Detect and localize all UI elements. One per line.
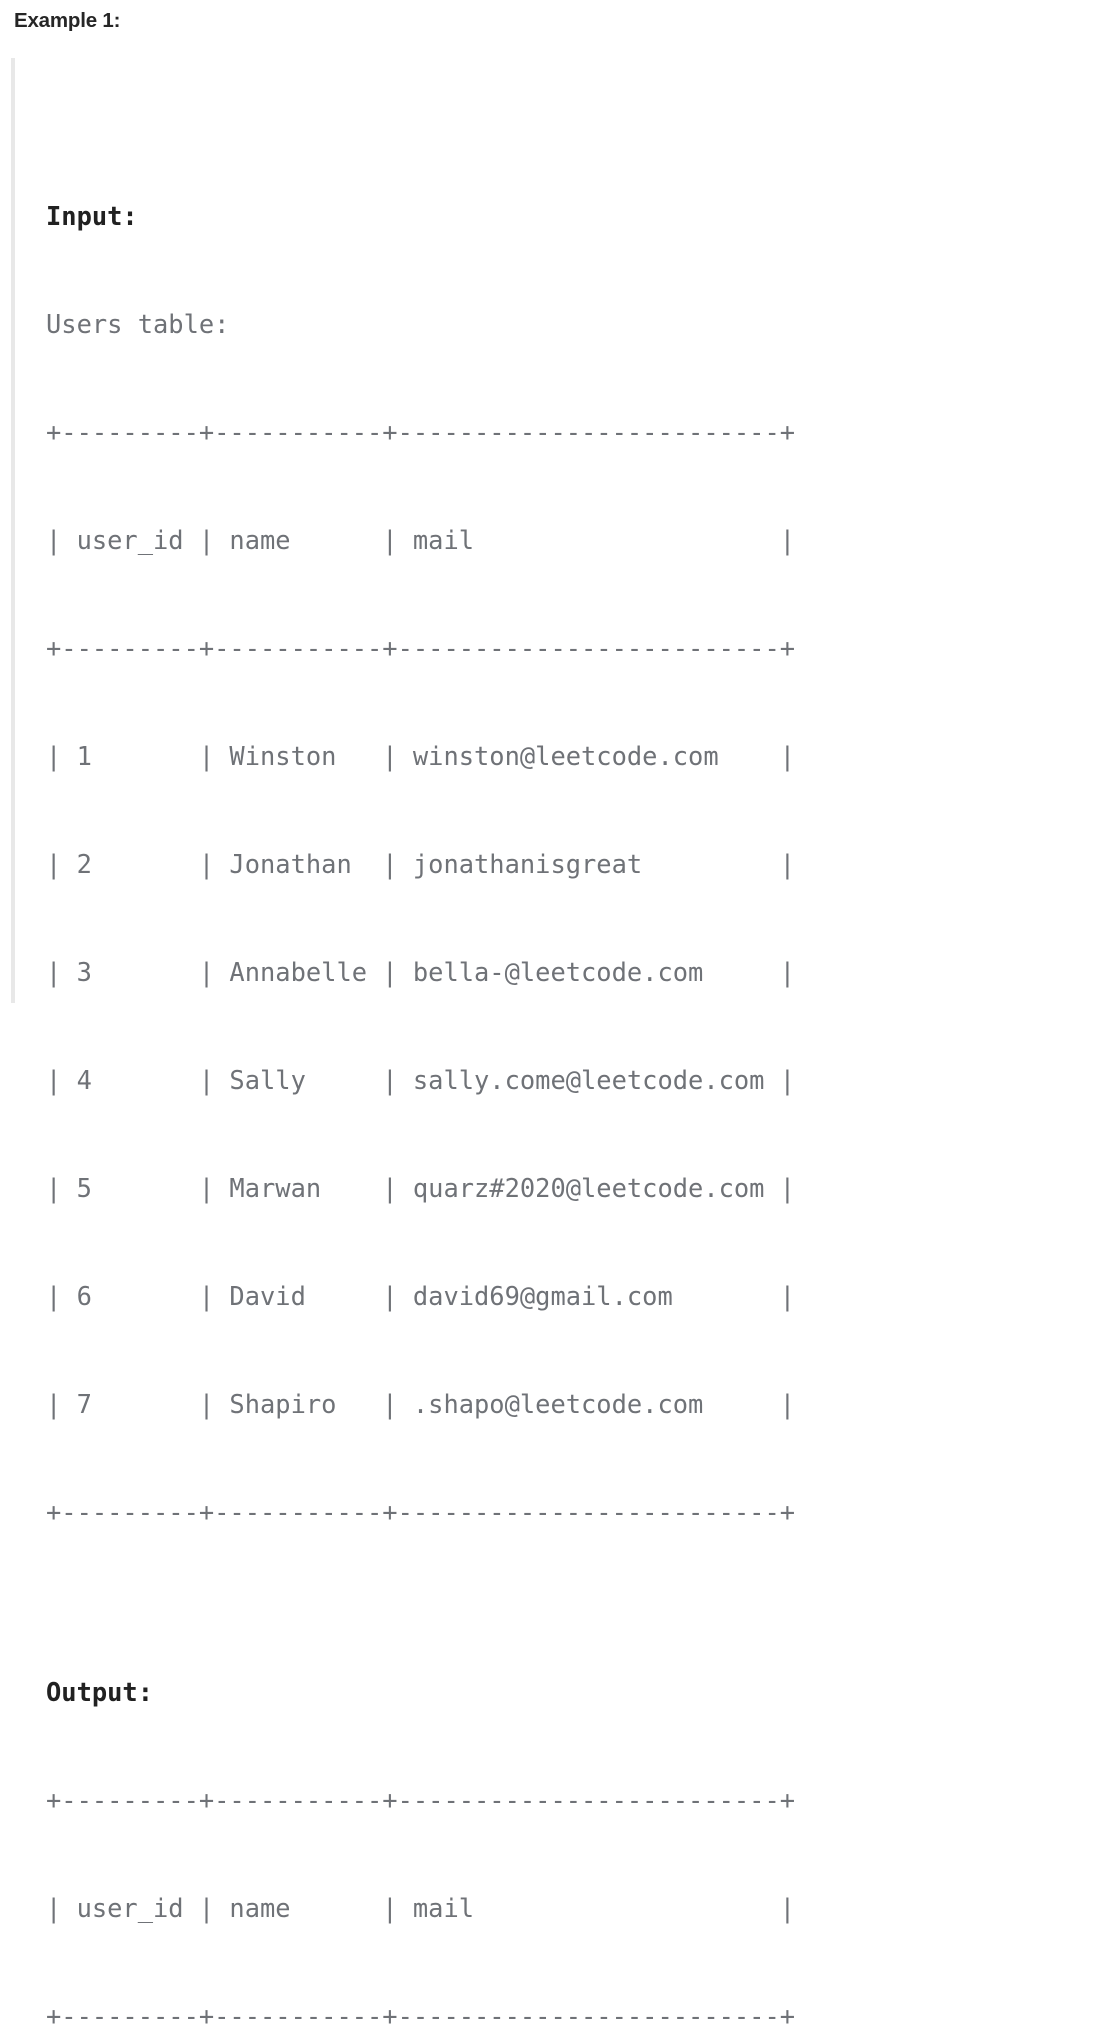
output-label: Output:	[46, 1677, 154, 1707]
example-blockquote: Input: Users table: +---------+---------…	[11, 58, 1102, 2031]
input-table-rule-header: +---------+-----------+-----------------…	[46, 633, 796, 663]
input-table-row: | 4 | Sally | sally.come@leetcode.com |	[46, 1065, 796, 1095]
input-table-header: | user_id | name | mail |	[46, 525, 796, 555]
example-heading: Example 1:	[14, 9, 121, 32]
input-label: Input:	[46, 201, 138, 231]
output-table-header: | user_id | name | mail |	[46, 1893, 796, 1923]
input-table-row: | 7 | Shapiro | .shapo@leetcode.com |	[46, 1389, 796, 1419]
output-table-rule-header: +---------+-----------+-----------------…	[46, 2001, 796, 2031]
input-table-row: | 3 | Annabelle | bella-@leetcode.com |	[46, 957, 796, 987]
input-table-rule-bottom: +---------+-----------+-----------------…	[46, 1497, 796, 1527]
input-table-row: | 1 | Winston | winston@leetcode.com |	[46, 741, 796, 771]
input-table-row: | 5 | Marwan | quarz#2020@leetcode.com |	[46, 1173, 796, 1203]
output-table-rule-top: +---------+-----------+-----------------…	[46, 1785, 796, 1815]
example-code-block: Input: Users table: +---------+---------…	[46, 54, 887, 2040]
input-table-row: | 6 | David | david69@gmail.com |	[46, 1281, 796, 1311]
input-caption: Users table:	[46, 309, 230, 339]
input-table-rule-top: +---------+-----------+-----------------…	[46, 417, 796, 447]
example-document: Example 1: Input: Users table: +--------…	[11, 9, 1102, 2031]
input-table-row: | 2 | Jonathan | jonathanisgreat |	[46, 849, 796, 879]
